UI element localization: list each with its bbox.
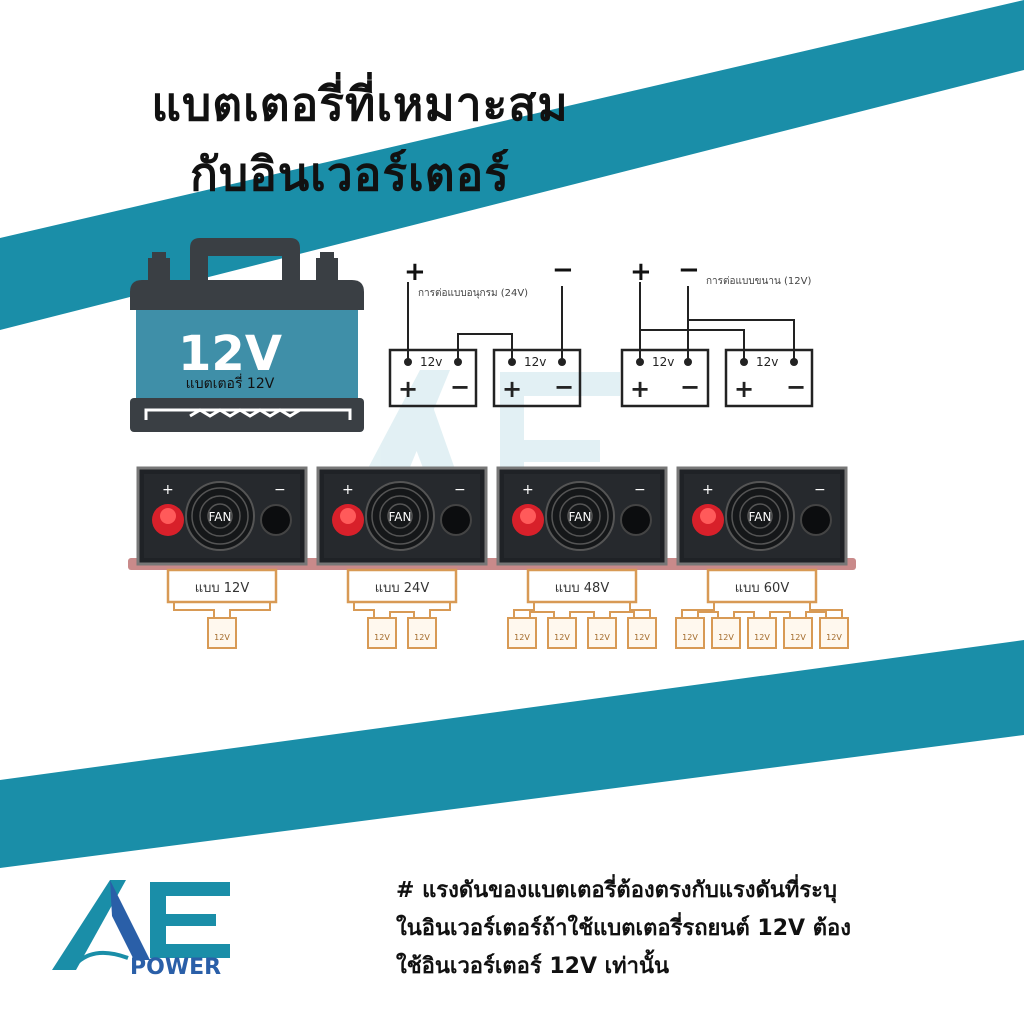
small-battery xyxy=(207,617,237,649)
series-caption: การต่อแบบอนุกรม (24V) xyxy=(418,288,528,299)
negative-terminal xyxy=(260,504,292,536)
series-battery-2 xyxy=(492,348,582,408)
inverter-3: FAN + − แบบ 48V 12V 12V 12V 12V xyxy=(488,466,676,649)
inverter-label: แบบ 24V xyxy=(375,581,430,596)
series-diagram: + − การต่อแบบอนุกรม (24V) 12v 12v + − + … xyxy=(388,255,582,408)
fan-label: FAN xyxy=(389,510,412,524)
negative-terminal xyxy=(440,504,472,536)
fan-label: FAN xyxy=(749,510,772,524)
series-minus-label: − xyxy=(552,255,574,285)
note-line-2: ในอินเวอร์เตอร์ถ้าใช้แบตเตอรี่รถยนต์ 12V… xyxy=(396,916,851,941)
small-battery xyxy=(507,617,537,649)
fan-label: FAN xyxy=(569,510,592,524)
bottom-teal-band xyxy=(0,640,1024,868)
small-battery-label: 12V xyxy=(718,633,734,642)
svg-text:−: − xyxy=(450,373,470,401)
parallel-plus-label: + xyxy=(630,257,652,287)
svg-text:−: − xyxy=(786,373,806,401)
parallel-minus-label: − xyxy=(678,255,700,285)
battery-label: แบตเตอรี่ 12V xyxy=(186,374,275,392)
svg-text:12v: 12v xyxy=(420,355,442,369)
plus-sign: + xyxy=(342,482,354,498)
plus-sign: + xyxy=(702,482,714,498)
svg-text:12v: 12v xyxy=(756,355,778,369)
small-battery xyxy=(675,617,705,649)
inverter-2: FAN + − แบบ 24V 12V 12V xyxy=(308,466,496,649)
note-line-3: ใช้อินเวอร์เตอร์ 12V เท่านั้น xyxy=(396,954,670,979)
battery-terminal-right xyxy=(316,258,338,282)
svg-text:12v: 12v xyxy=(524,355,546,369)
small-battery xyxy=(783,617,813,649)
svg-text:+: + xyxy=(734,375,754,403)
inverter-label: แบบ 60V xyxy=(735,581,790,596)
small-battery-label: 12V xyxy=(214,633,230,642)
svg-text:+: + xyxy=(502,375,522,403)
fan-label: FAN xyxy=(209,510,232,524)
small-battery xyxy=(819,617,849,649)
note-line-1: # แรงดันของแบตเตอรี่ต้องตรงกับแรงดันที่ร… xyxy=(396,878,837,903)
inverter-label: แบบ 48V xyxy=(555,581,610,596)
plus-sign: + xyxy=(522,482,534,498)
svg-text:−: − xyxy=(680,373,700,401)
small-battery-label: 12V xyxy=(634,633,650,642)
battery-body xyxy=(136,310,358,398)
small-battery xyxy=(627,617,657,649)
minus-sign: − xyxy=(814,482,826,498)
small-battery-label: 12V xyxy=(374,633,390,642)
series-plus-label: + xyxy=(404,257,426,287)
small-battery-label: 12V xyxy=(594,633,610,642)
negative-terminal xyxy=(620,504,652,536)
minus-sign: − xyxy=(274,482,286,498)
svg-text:+: + xyxy=(398,375,418,403)
small-battery-label: 12V xyxy=(414,633,430,642)
fan-icon xyxy=(365,481,435,551)
small-battery xyxy=(407,617,437,649)
inverter-4: FAN + − แบบ 60V 12V 12V 12V 12V 12V xyxy=(668,466,856,649)
parallel-diagram: + − การต่อแบบขนาน (12V) 12v 12v + − + − xyxy=(620,255,814,408)
minus-sign: − xyxy=(634,482,646,498)
battery-terminal-left xyxy=(148,258,170,282)
series-battery-1 xyxy=(388,348,478,408)
battery-handle xyxy=(190,238,300,282)
small-battery xyxy=(747,617,777,649)
fan-icon xyxy=(545,481,615,551)
inverter-label: แบบ 12V xyxy=(195,581,250,596)
small-battery xyxy=(547,617,577,649)
small-battery-label: 12V xyxy=(790,633,806,642)
fan-icon xyxy=(725,481,795,551)
small-battery-label: 12V xyxy=(554,633,570,642)
small-battery-label: 12V xyxy=(682,633,698,642)
parallel-caption: การต่อแบบขนาน (12V) xyxy=(706,276,811,287)
svg-text:+: + xyxy=(630,375,650,403)
small-battery xyxy=(367,617,397,649)
page-title-line-2: กับอินเวอร์เตอร์ xyxy=(190,147,510,201)
small-battery-label: 12V xyxy=(826,633,842,642)
logo-word: POWER xyxy=(130,955,221,980)
small-battery xyxy=(711,617,741,649)
page-title-line-1: แบตเตอรี่ที่เหมาะสม xyxy=(151,77,569,131)
plus-sign: + xyxy=(162,482,174,498)
voltage-note: # แรงดันของแบตเตอรี่ต้องตรงกับแรงดันที่ร… xyxy=(396,872,996,986)
svg-text:−: − xyxy=(554,373,574,401)
inverter-1: FAN + − แบบ 12V 12V xyxy=(128,466,316,649)
svg-text:12v: 12v xyxy=(652,355,674,369)
small-battery-label: 12V xyxy=(514,633,530,642)
parallel-battery-2 xyxy=(724,348,814,408)
battery-voltage: 12V xyxy=(178,326,282,382)
fan-icon xyxy=(185,481,255,551)
small-battery xyxy=(587,617,617,649)
small-battery-label: 12V xyxy=(754,633,770,642)
parallel-battery-1 xyxy=(620,348,710,408)
logo-icon xyxy=(52,880,230,970)
negative-terminal xyxy=(800,504,832,536)
minus-sign: − xyxy=(454,482,466,498)
